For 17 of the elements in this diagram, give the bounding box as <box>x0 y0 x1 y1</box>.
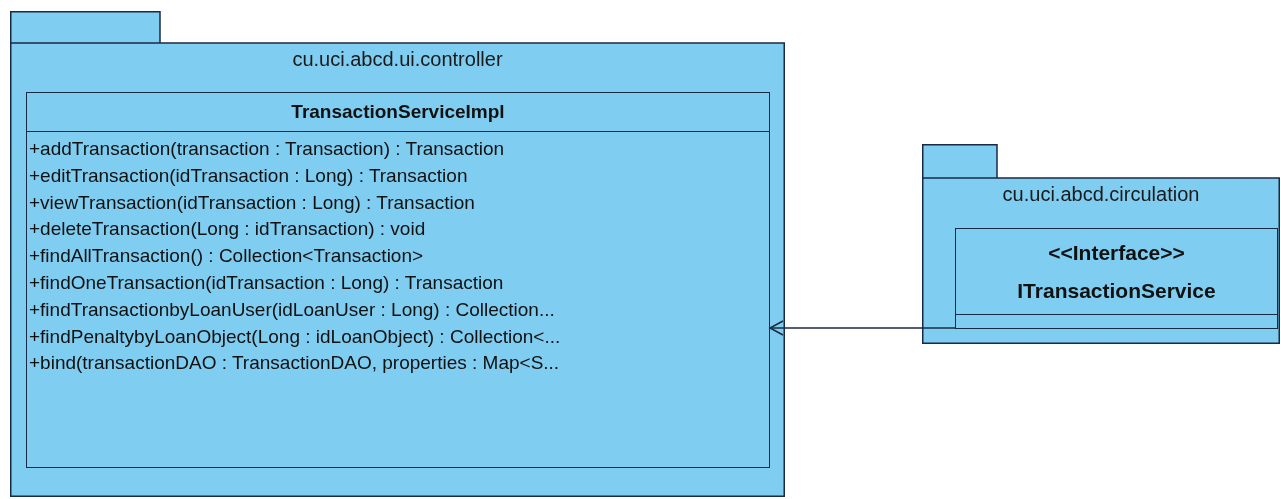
stereotype: <<Interface>> <box>1048 239 1185 266</box>
class-box <box>26 92 770 468</box>
method-signature: +bind(transactionDAO : TransactionDAO, properties : Map<S... <box>29 351 560 376</box>
interface-box <box>955 228 1278 329</box>
method-signature: +addTransaction(transaction : Transaction) : Transaction <box>29 137 505 161</box>
method-signature: +deleteTransaction(Long : idTransaction) : void <box>29 217 426 242</box>
realization-arrow <box>769 320 956 336</box>
method-signature: +findAllTransaction() : Collection<Transaction> <box>29 244 424 269</box>
method-signature: +findTransactionbyLoanUser(idLoanUser : Long) : Collection... <box>29 297 555 322</box>
package-name: cu.uci.abcd.ui.controller <box>291 48 504 71</box>
method-signature: +editTransaction(idTransaction : Long) : Transaction <box>29 163 468 188</box>
method-signature: +findPenaltybyLoanObject(Long : idLoanObject) : Collection<... <box>29 324 561 349</box>
method-signature: +findOneTransaction(idTransaction : Long) : Transaction <box>29 271 504 295</box>
class-name: TransactionServiceImpl <box>291 100 505 124</box>
package-name: cu.uci.abcd.circulation <box>1001 183 1201 206</box>
class-name: ITransactionService <box>1017 277 1216 304</box>
method-signature: +viewTransaction(idTransaction : Long) : Transaction <box>29 190 475 215</box>
